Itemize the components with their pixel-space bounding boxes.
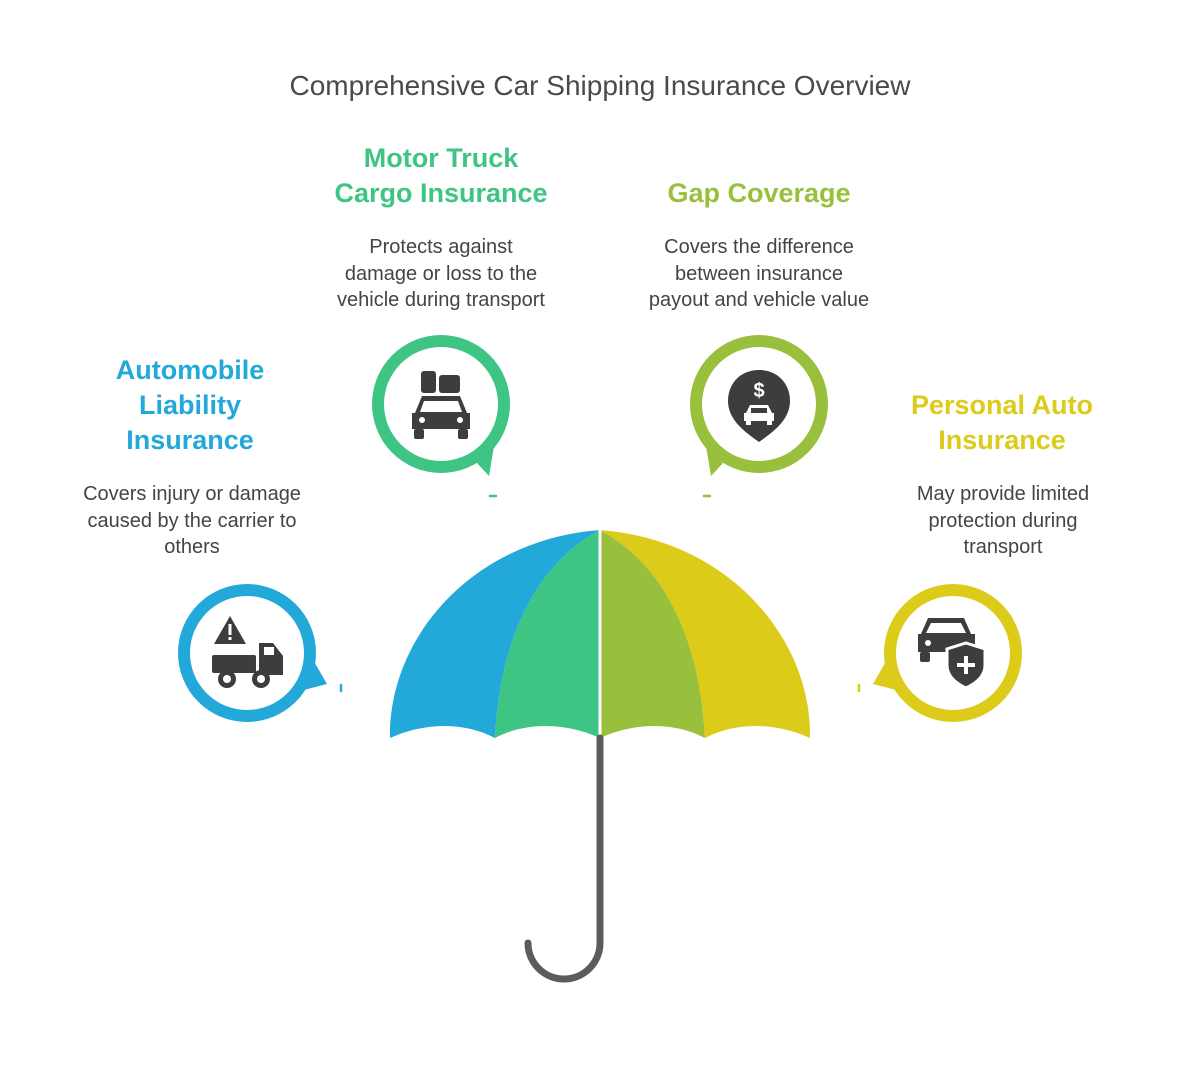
canopy-segment-yellow [600,530,811,738]
description-gap-coverage: Covers the difference between insurance … [648,236,870,311]
canopy-segment-green [495,530,600,738]
svg-text:$: $ [753,380,764,402]
description-personal-auto: May provide limited protection during tr… [916,483,1090,558]
heading-gap-coverage: Gap Coverage [667,178,851,208]
dollar-car-pin-icon: $ [728,370,790,442]
heading-automobile-liability: Automobile Liability Insurance [115,355,265,455]
umbrella-handle [524,734,604,983]
heading-personal-auto: Personal Auto Insurance [910,390,1094,455]
truck-warning-icon [212,616,283,688]
canopy-segment-blue [389,530,600,738]
description-automobile-liability: Covers injury or damage caused by the ca… [83,483,301,558]
page-title: Comprehensive Car Shipping Insurance Ove… [289,70,911,101]
car-shield-icon [918,618,987,690]
description-motor-truck-cargo: Protects against damage or loss to the v… [337,236,545,311]
bubble-personal-auto [857,584,1022,722]
heading-motor-truck-cargo: Motor Truck Cargo Insurance [334,143,548,208]
car-cargo-icon [412,371,470,439]
canopy-segment-lime [600,530,705,738]
